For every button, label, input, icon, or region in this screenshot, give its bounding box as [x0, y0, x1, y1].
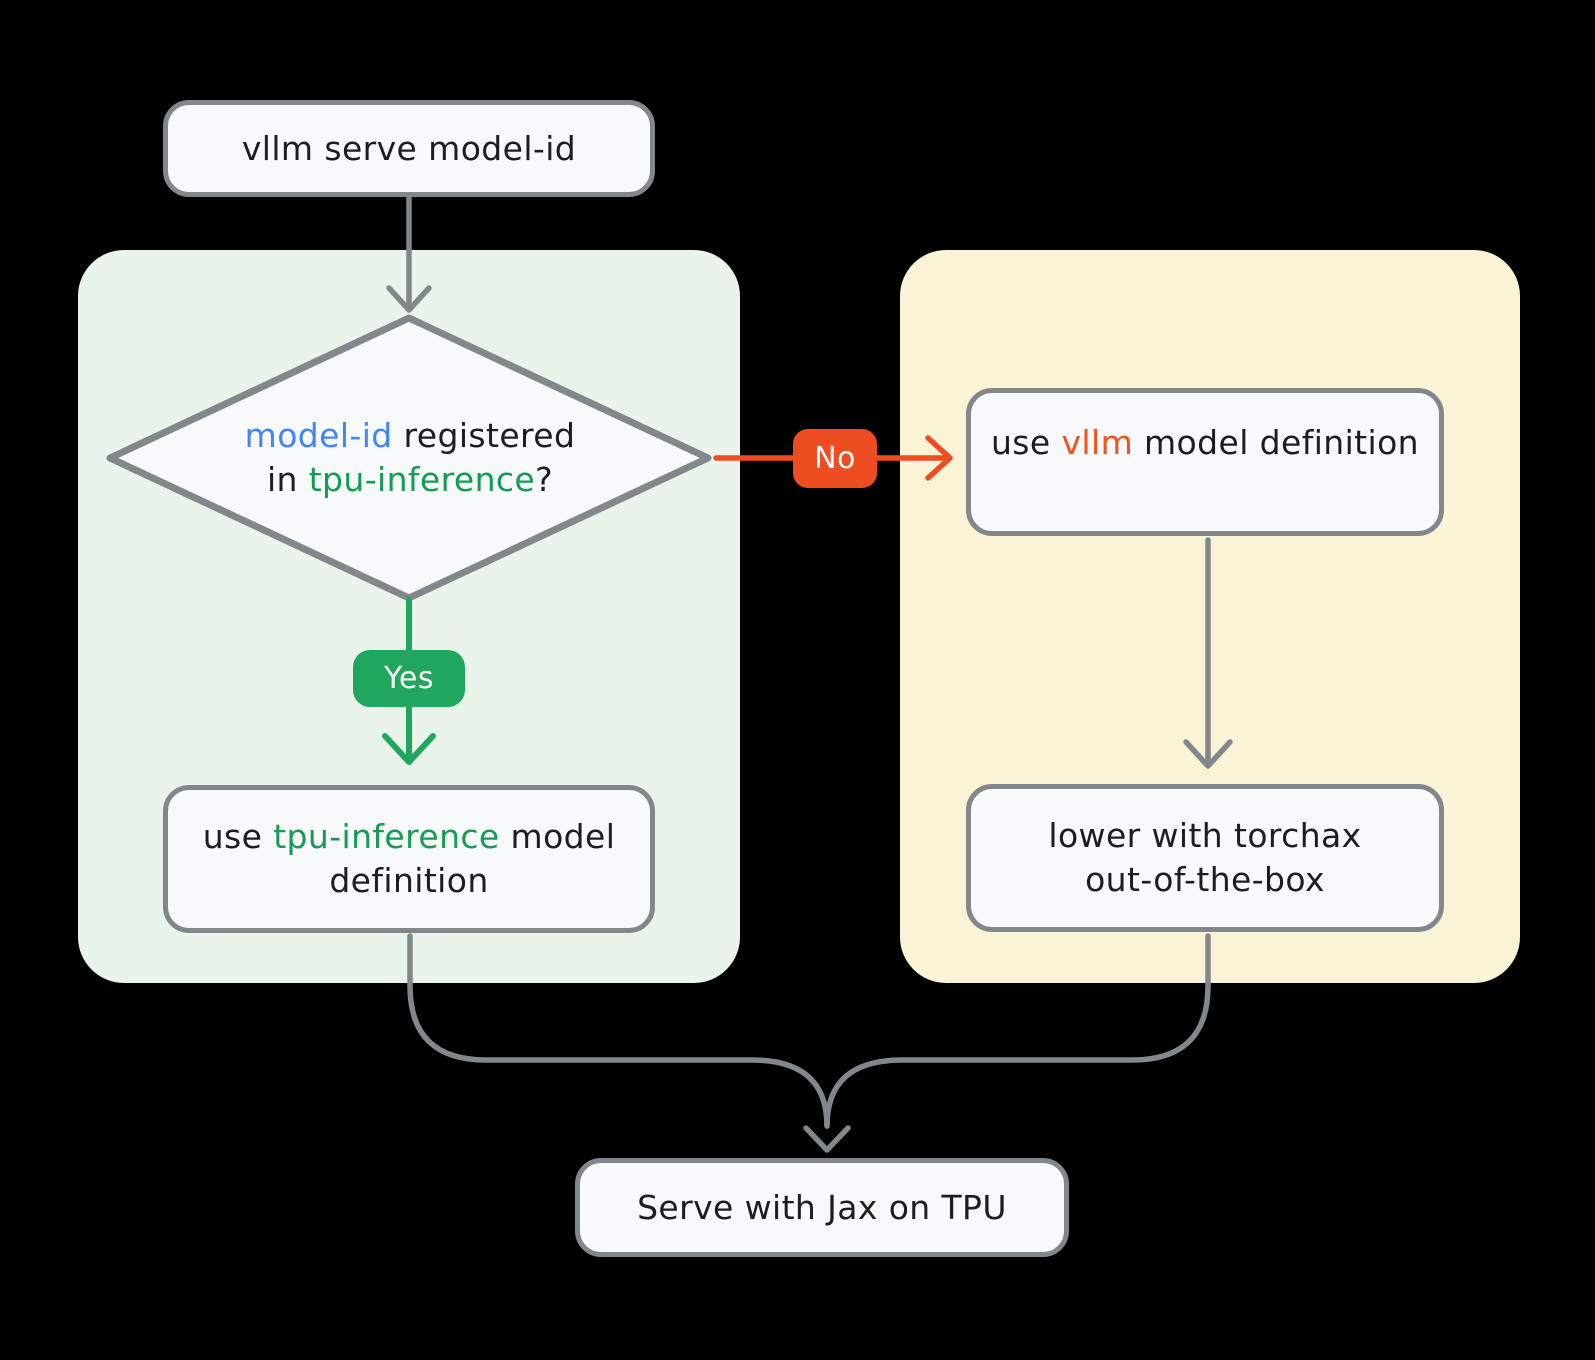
tpu-inference-highlight: tpu-inference — [273, 817, 500, 856]
node-serve-label: Serve with Jax on TPU — [637, 1187, 1007, 1227]
node-start-label: vllm serve model-id — [241, 128, 577, 168]
vllm-highlight: vllm — [1061, 423, 1134, 462]
decision-tpu-inference-text: tpu-inference — [308, 460, 536, 499]
node-torchax: lower with torchax out-of-the-box — [966, 784, 1444, 932]
node-use-vllm: use vllm model definition — [966, 388, 1444, 536]
torchax-line-2: out-of-the-box — [1085, 860, 1325, 899]
decision-line-1: model-id registered — [244, 416, 576, 455]
decision-model-id-text: model-id — [244, 416, 393, 455]
use-tpu-line-2: definition — [329, 861, 489, 900]
node-serve: Serve with Jax on TPU — [575, 1158, 1069, 1257]
no-badge: No — [793, 429, 877, 488]
node-decision: model-id registered in tpu-inference? — [110, 318, 710, 598]
use-vllm-line: use vllm model definition — [990, 423, 1419, 462]
merge-arrowhead — [803, 1125, 851, 1153]
yes-badge: Yes — [353, 650, 465, 707]
decision-line-2: in tpu-inference? — [266, 460, 554, 499]
node-start: vllm serve model-id — [163, 100, 655, 197]
torchax-line-1: lower with torchax — [1048, 816, 1362, 855]
node-use-tpu-inference: use tpu-inference model definition — [163, 785, 655, 933]
use-tpu-line-1: use tpu-inference model — [202, 817, 616, 856]
